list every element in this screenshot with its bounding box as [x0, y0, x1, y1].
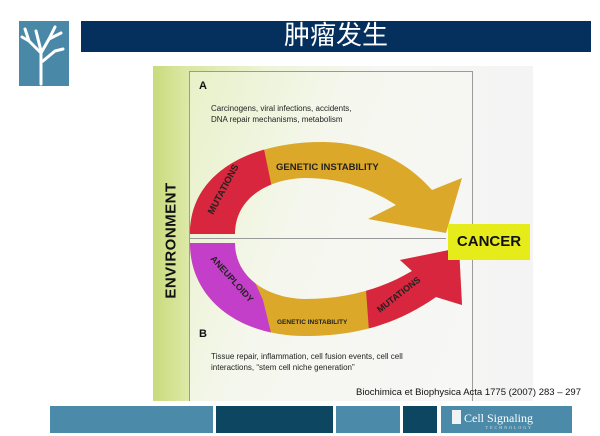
arrow-a-label-genetic: GENETIC INSTABILITY	[276, 162, 379, 173]
footer-brand-bar	[441, 406, 572, 433]
panel-a-text-line1: Carcinogens, viral infections, accidents…	[211, 104, 352, 113]
panel-b-text-line2: interactions, “stem cell niche generatio…	[211, 363, 355, 372]
tree-icon	[20, 25, 65, 86]
panel-b-text-line1: Tissue repair, inflammation, cell fusion…	[211, 352, 403, 361]
figure-panel	[189, 71, 473, 401]
brand-name: Cell Signaling	[464, 411, 533, 425]
footer-bar-2	[216, 406, 333, 433]
environment-column	[153, 66, 189, 401]
environment-label: ENVIRONMENT	[151, 175, 191, 305]
brand-tree-icon	[452, 410, 461, 424]
panel-a-label: A	[199, 80, 207, 92]
panel-b-label: B	[199, 328, 207, 340]
cell-signaling-logo: Cell Signaling TECHNOLOGY	[452, 410, 533, 430]
citation: Biochimica et Biophysica Acta 1775 (2007…	[356, 387, 581, 398]
cancer-box: CANCER	[448, 224, 530, 260]
environment-text: ENVIRONMENT	[162, 181, 180, 299]
tree-logo	[19, 21, 69, 86]
footer-bar-4	[403, 406, 437, 433]
footer-bar-3	[336, 406, 400, 433]
arrow-b-label-genetic: GENETIC INSTABILITY	[277, 319, 348, 326]
panel-a-text-line2: DNA repair mechanisms, metabolism	[211, 115, 343, 124]
footer-bar-1	[50, 406, 213, 433]
arrow-a	[190, 141, 462, 234]
slide-title: 肿瘤发生	[81, 21, 591, 52]
brand-sub: TECHNOLOGY	[485, 425, 533, 430]
